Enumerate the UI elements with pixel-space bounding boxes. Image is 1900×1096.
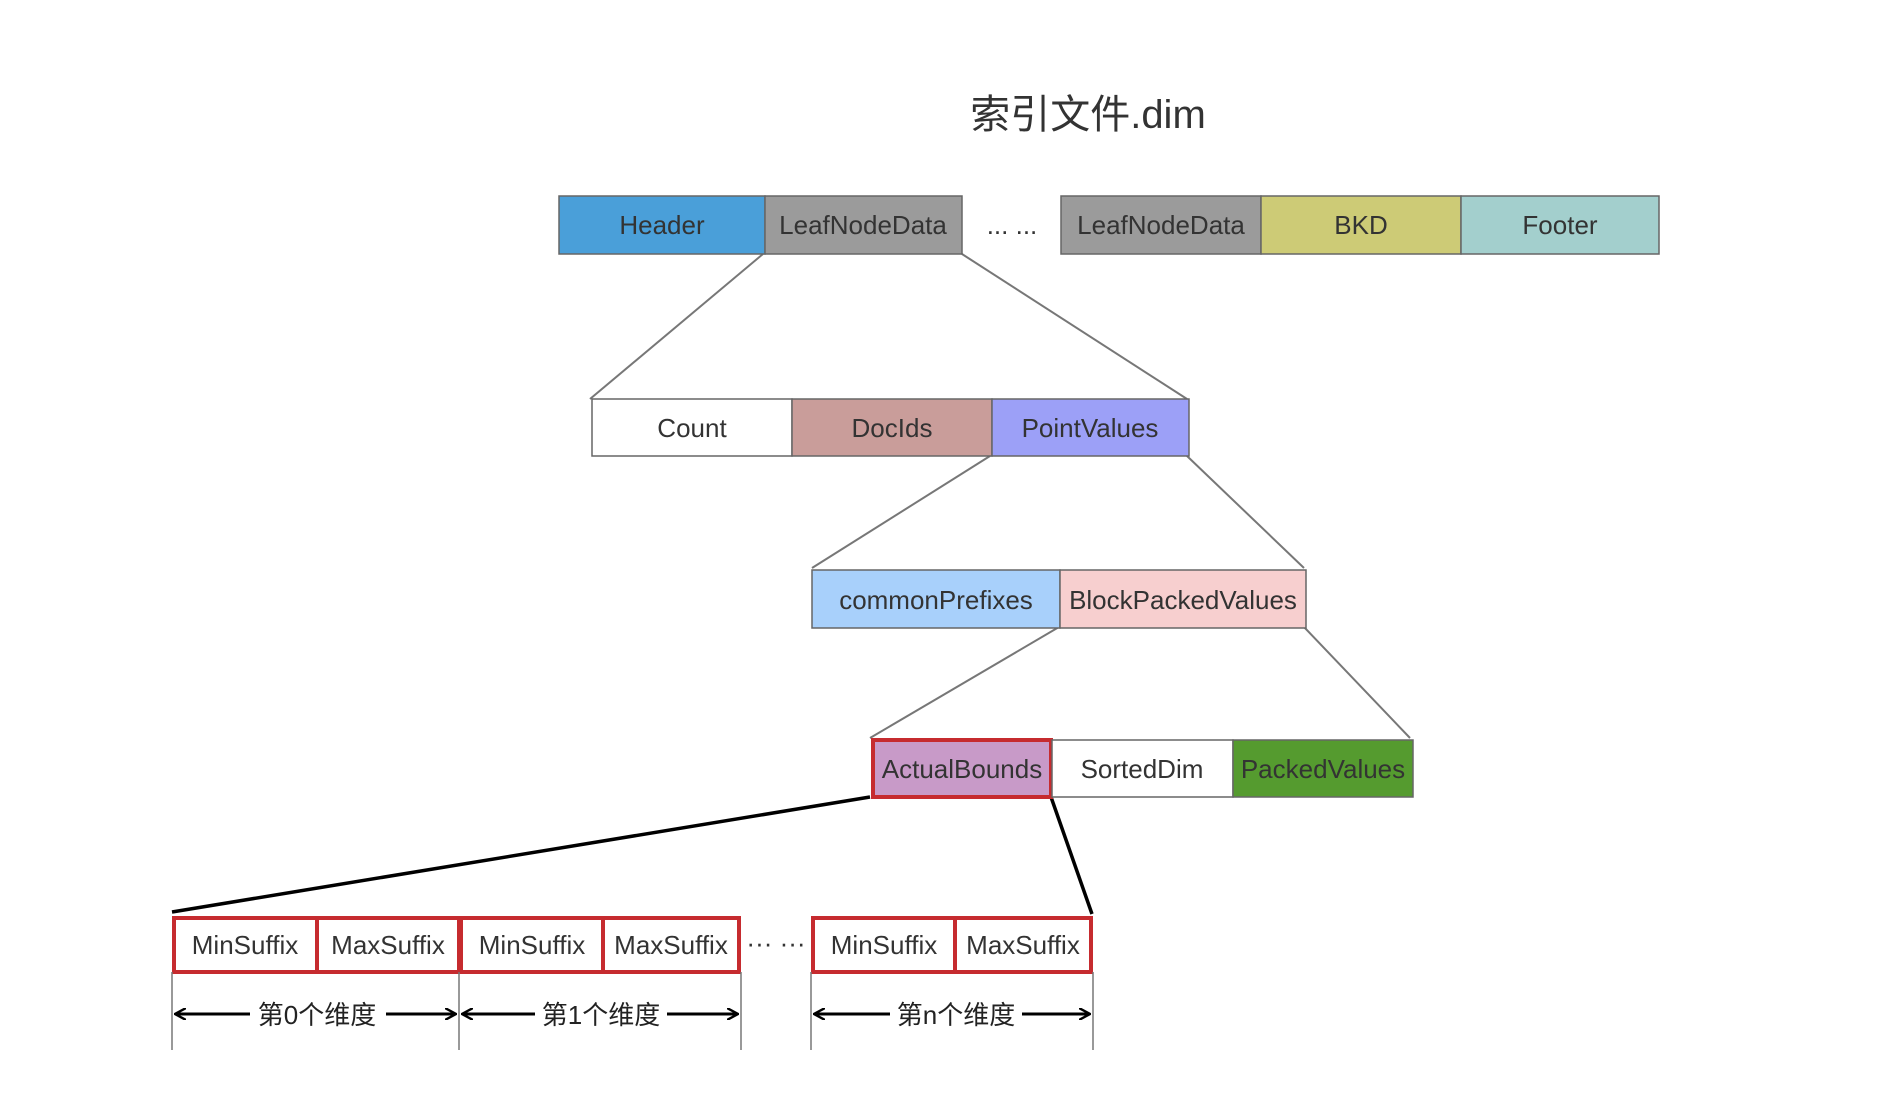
maxsuffix-dim0-label: MaxSuffix (331, 930, 445, 960)
maxsuffix-dim1 (601, 916, 741, 974)
row-file-structure: Header LeafNodeData ... ... LeafNodeData… (558, 195, 1660, 255)
leafnodedata-block-first (764, 195, 963, 255)
sorteddim-block (1051, 739, 1234, 798)
commonprefixes-label: commonPrefixes (839, 585, 1033, 615)
leafnodedata-block-last (1060, 195, 1262, 255)
dimension-0-label: 第0个维度 (258, 1000, 376, 1030)
diagram-title: 索引文件.dim (970, 93, 1206, 137)
minsuffix-dim1 (459, 916, 605, 974)
maxsuffix-dim1-label: MaxSuffix (614, 930, 728, 960)
maxsuffix-dimn (953, 916, 1093, 974)
detail-connector-lines (171, 795, 1094, 915)
bkd-label: BKD (1334, 210, 1387, 240)
dimension-n-label: 第n个维度 (897, 1000, 1015, 1030)
dimension-1-label: 第1个维度 (542, 1000, 660, 1030)
footer-label: Footer (1522, 210, 1597, 240)
docids-block (791, 398, 993, 457)
pointvalues-block (991, 398, 1190, 457)
footer-block (1460, 195, 1660, 255)
packedvalues-block (1232, 739, 1414, 798)
minsuffix-dim0-label: MinSuffix (192, 930, 298, 960)
leafnodedata-label-last: LeafNodeData (1077, 210, 1245, 240)
row-pointvalues: commonPrefixes BlockPackedValues (811, 569, 1307, 629)
leafnodedata-label-first: LeafNodeData (779, 210, 947, 240)
count-label: Count (657, 413, 727, 443)
packedvalues-label: PackedValues (1241, 754, 1405, 784)
row1-ellipsis: ... ... (987, 210, 1038, 240)
maxsuffix-dimn-label: MaxSuffix (966, 930, 1080, 960)
row5-ellipsis: ··· ··· (746, 928, 805, 958)
count-block (591, 398, 793, 457)
row-actualbounds-detail: MinSuffix MaxSuffix MinSuffix MaxSuffix … (172, 916, 1093, 974)
sorteddim-label: SortedDim (1081, 754, 1204, 784)
blockpackedvalues-label: BlockPackedValues (1069, 585, 1297, 615)
blockpackedvalues-block (1059, 569, 1307, 629)
connector-lines (589, 253, 1411, 739)
header-label: Header (619, 210, 705, 240)
dimension-tick-lines (171, 972, 1094, 1050)
pointvalues-label: PointValues (1022, 413, 1159, 443)
actualbounds-block (871, 738, 1053, 799)
header-block (558, 195, 766, 255)
commonprefixes-block (811, 569, 1061, 629)
actualbounds-label: ActualBounds (882, 754, 1042, 784)
minsuffix-dimn-label: MinSuffix (831, 930, 937, 960)
docids-label: DocIds (852, 413, 933, 443)
minsuffix-dim1-label: MinSuffix (479, 930, 585, 960)
row-leafnodedata: Count DocIds PointValues (591, 398, 1190, 457)
row-blockpackedvalues: ActualBounds SortedDim PackedValues (871, 738, 1414, 799)
